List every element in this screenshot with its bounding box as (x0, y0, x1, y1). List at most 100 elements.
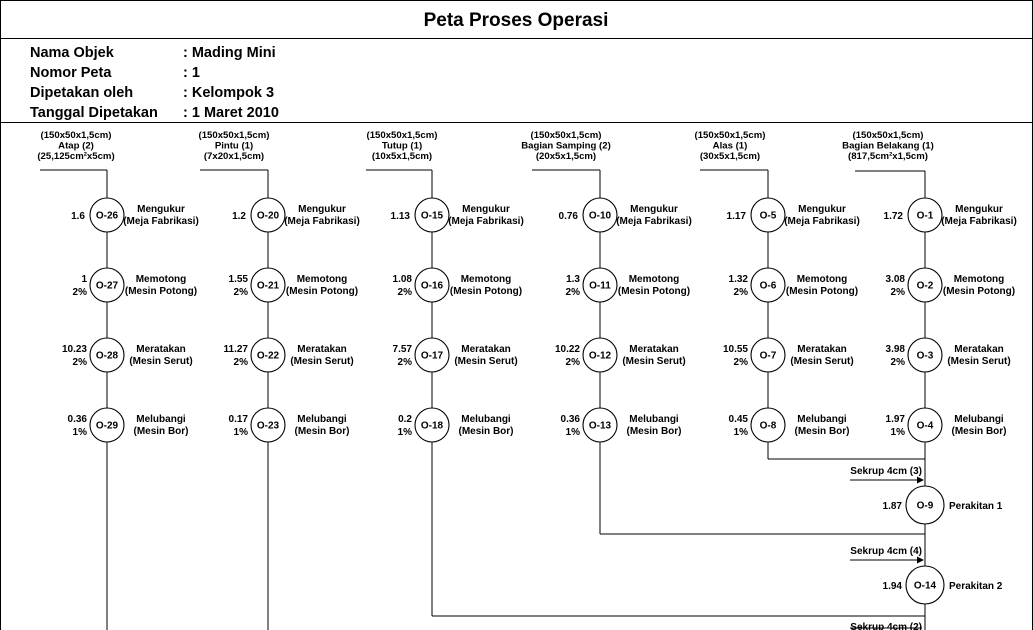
operation-tool: (Meja Fabrikasi) (448, 216, 524, 227)
operation-time: 0.17 (229, 414, 249, 425)
operation-time: 0.36 (68, 414, 88, 425)
operation-allowance: 2% (73, 357, 88, 368)
assembly-circle (905, 565, 945, 605)
operation-id: O-4 (917, 421, 934, 432)
operation-allowance: 2% (566, 287, 581, 298)
operation-name: Melubangi (629, 414, 679, 425)
material-label: (150x50x1,5cm) (853, 130, 924, 141)
operation-time: 1.32 (729, 274, 749, 285)
header-value: : 1 Maret 2010 (183, 105, 279, 121)
operation-allowance: 2% (734, 357, 749, 368)
operation-time: 1.72 (884, 211, 904, 222)
operation-id: O-2 (917, 281, 934, 292)
operation-id: O-22 (257, 351, 280, 362)
operation-allowance: 1% (234, 427, 249, 438)
arrow-icon (917, 556, 924, 564)
material-label: (30x5x1,5cm) (700, 151, 760, 162)
material-label: Bagian Belakang (1) (842, 141, 934, 152)
operation-name: Meratakan (954, 344, 1003, 355)
operation-id: O-27 (96, 281, 119, 292)
material-label: Bagian Samping (2) (521, 141, 611, 152)
operation-name: Mengukur (630, 204, 678, 215)
operation-tool: (Mesin Serut) (290, 356, 353, 367)
assembly-name: Perakitan 2 (949, 581, 1003, 592)
assembly-time: 1.87 (883, 501, 903, 512)
operation-allowance: 2% (73, 287, 88, 298)
operation-time: 10.23 (62, 344, 87, 355)
operation-allowance: 2% (234, 287, 249, 298)
operation-time: 3.98 (886, 344, 906, 355)
operation-id: O-3 (917, 351, 934, 362)
operation-tool: (Mesin Potong) (943, 286, 1015, 297)
material-label: (150x50x1,5cm) (199, 130, 270, 141)
material-label: Atap (2) (58, 141, 94, 152)
material-label: (7x20x1,5cm) (204, 151, 264, 162)
operation-time: 0.76 (559, 211, 579, 222)
material-label: (150x50x1,5cm) (41, 130, 112, 141)
operation-time: 0.36 (561, 414, 581, 425)
operation-name: Mengukur (137, 204, 185, 215)
operation-time: 1.17 (727, 211, 747, 222)
operation-id: O-16 (421, 281, 444, 292)
operation-allowance: 2% (734, 287, 749, 298)
operation-time: 7.57 (393, 344, 413, 355)
operation-name: Meratakan (629, 344, 678, 355)
material-label: (150x50x1,5cm) (695, 130, 766, 141)
operation-tool: (Mesin Bor) (952, 426, 1007, 437)
operation-time: 1.97 (886, 414, 906, 425)
operation-time: 1.13 (391, 211, 411, 222)
operation-id: O-6 (760, 281, 777, 292)
header-value: : Kelompok 3 (183, 85, 274, 101)
operation-id: O-23 (257, 421, 280, 432)
operation-name: Meratakan (797, 344, 846, 355)
operation-time: 1.55 (229, 274, 249, 285)
operation-name: Mengukur (798, 204, 846, 215)
operation-tool: (Mesin Serut) (129, 356, 192, 367)
operation-name: Mengukur (462, 204, 510, 215)
operation-id: O-13 (589, 421, 612, 432)
operation-id: O-10 (589, 211, 612, 222)
operation-time: 10.55 (723, 344, 748, 355)
operation-id: O-15 (421, 211, 444, 222)
operation-tool: (Mesin Bor) (795, 426, 850, 437)
operation-allowance: 2% (234, 357, 249, 368)
operation-tool: (Mesin Bor) (459, 426, 514, 437)
operation-id: O-18 (421, 421, 444, 432)
header-label: Tanggal Dipetakan (30, 105, 158, 121)
operation-id: O-21 (257, 281, 280, 292)
operation-id: O-5 (760, 211, 777, 222)
input-label: Sekrup 4cm (2) (850, 622, 922, 630)
operation-time: 0.45 (729, 414, 749, 425)
operation-name: Memotong (136, 274, 187, 285)
operation-name: Meratakan (297, 344, 346, 355)
input-label: Sekrup 4cm (3) (850, 466, 922, 477)
assembly-id: O-14 (914, 581, 937, 592)
operation-id: O-17 (421, 351, 444, 362)
operation-allowance: 1% (734, 427, 749, 438)
material-label: (150x50x1,5cm) (531, 130, 602, 141)
header-label: Dipetakan oleh (30, 85, 133, 101)
operation-tool: (Mesin Bor) (134, 426, 189, 437)
operation-time: 1 (81, 274, 87, 285)
operation-tool: (Mesin Serut) (454, 356, 517, 367)
operation-name: Melubangi (136, 414, 186, 425)
material-label: (25,125cm²x5cm) (37, 151, 114, 162)
operation-tool: (Meja Fabrikasi) (284, 216, 360, 227)
operation-id: O-1 (917, 211, 934, 222)
operation-time: 1.08 (393, 274, 413, 285)
input-label: Sekrup 4cm (4) (850, 546, 922, 557)
operation-tool: (Mesin Potong) (786, 286, 858, 297)
chart-title: Peta Proses Operasi (424, 10, 609, 31)
operation-name: Melubangi (461, 414, 511, 425)
material-label: (20x5x1,5cm) (536, 151, 596, 162)
operation-tool: (Mesin Potong) (125, 286, 197, 297)
operation-name: Memotong (797, 274, 848, 285)
operation-tool: (Meja Fabrikasi) (616, 216, 692, 227)
operation-name: Memotong (297, 274, 348, 285)
header-label: Nomor Peta (30, 65, 112, 81)
operation-time: 1.3 (566, 274, 580, 285)
header-value: : 1 (183, 65, 200, 81)
header-info: Nama Objek : Mading Mini Nomor Peta : 1 … (30, 45, 279, 121)
